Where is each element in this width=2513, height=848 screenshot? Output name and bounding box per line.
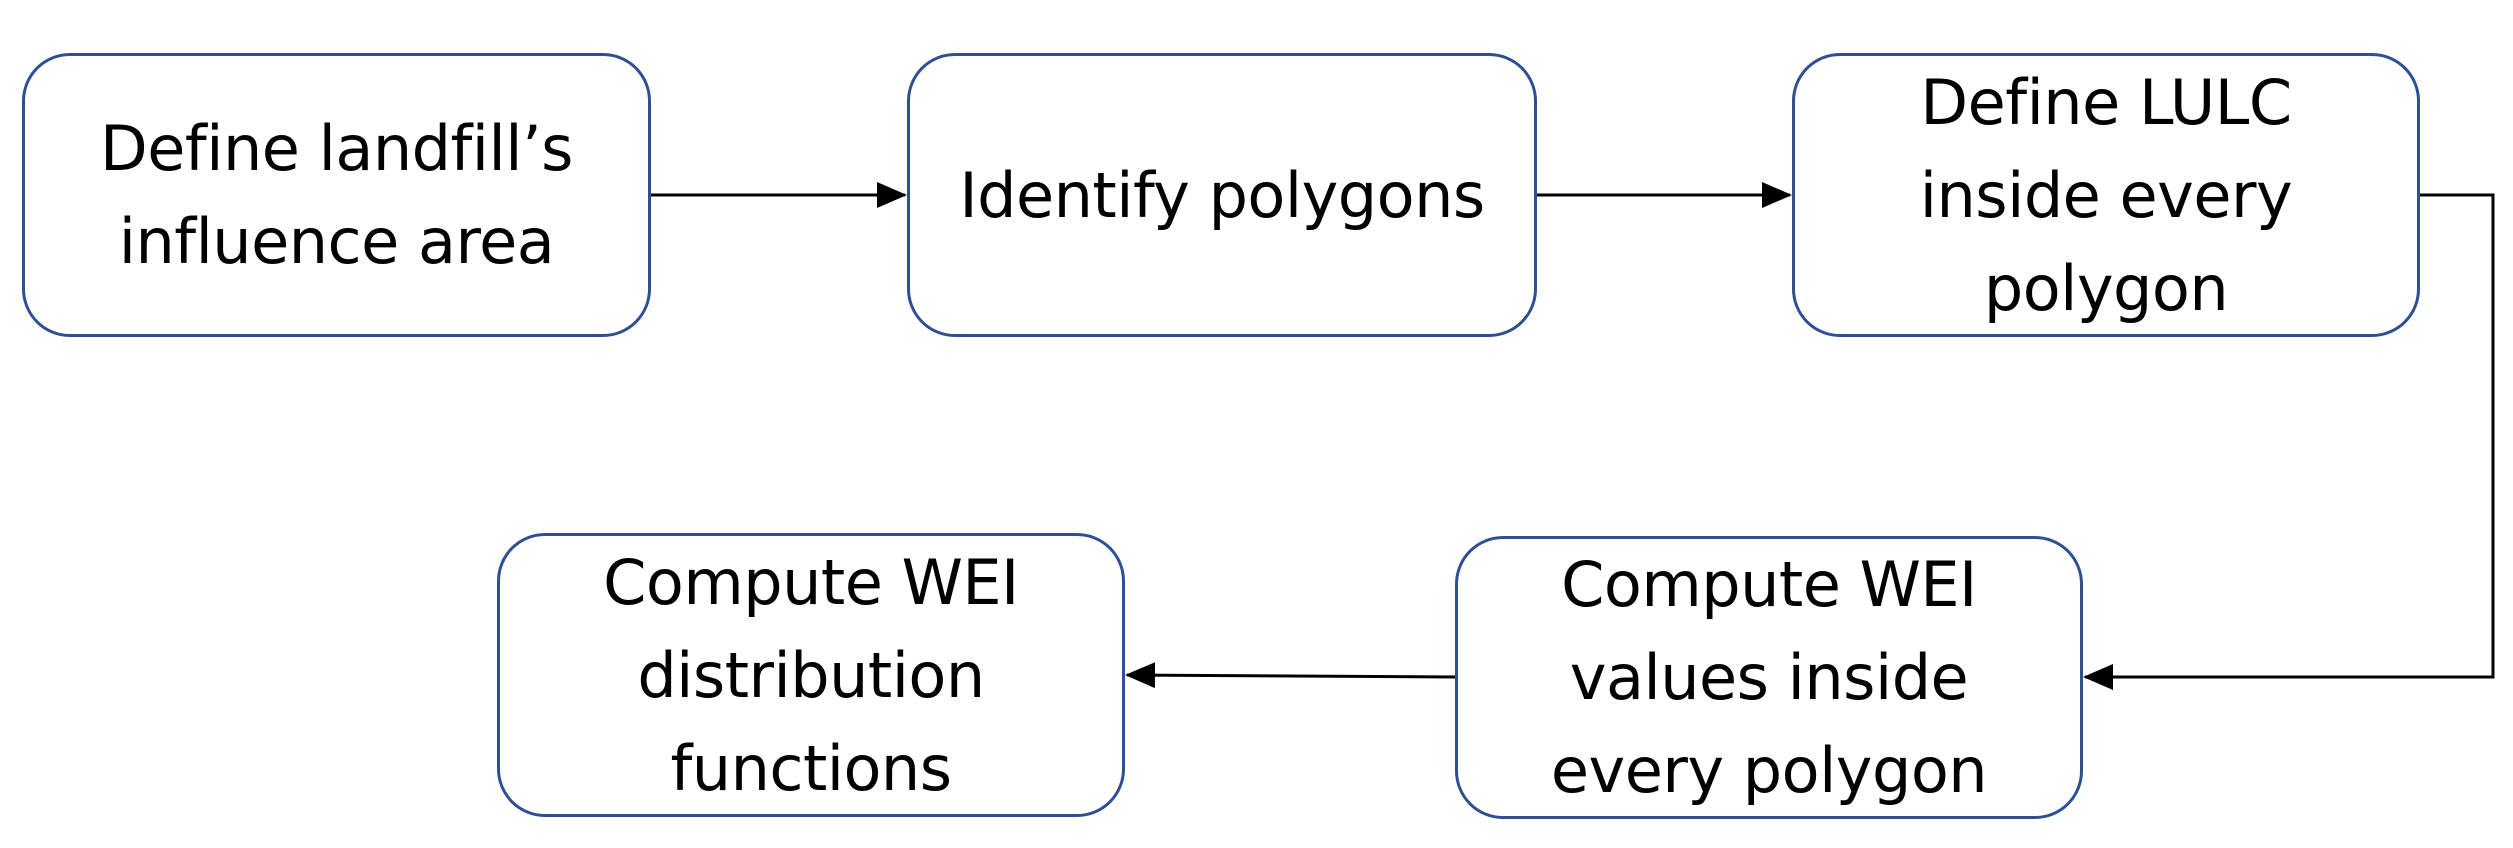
- node-label: Compute WEI distribution functions: [603, 545, 1019, 805]
- step-compute-wei-values: Compute WEI values inside every polygon: [1455, 536, 2083, 819]
- node-label: Identify polygons: [959, 158, 1485, 232]
- step-define-lulc: Define LULC inside every polygon: [1792, 53, 2420, 337]
- node-label: Define landfill’s influence area: [100, 112, 573, 278]
- step-define-influence-area: Define landfill’s influence area: [22, 53, 651, 337]
- node-label: Define LULC inside every polygon: [1919, 65, 2293, 325]
- step-compute-wei-distribution: Compute WEI distribution functions: [497, 533, 1125, 817]
- node-label: Compute WEI values inside every polygon: [1550, 548, 1988, 807]
- arrow-n3-to-n4: [2083, 193, 2495, 690]
- arrow-n4-to-n5: [1125, 662, 1456, 689]
- step-identify-polygons: Identify polygons: [907, 53, 1537, 337]
